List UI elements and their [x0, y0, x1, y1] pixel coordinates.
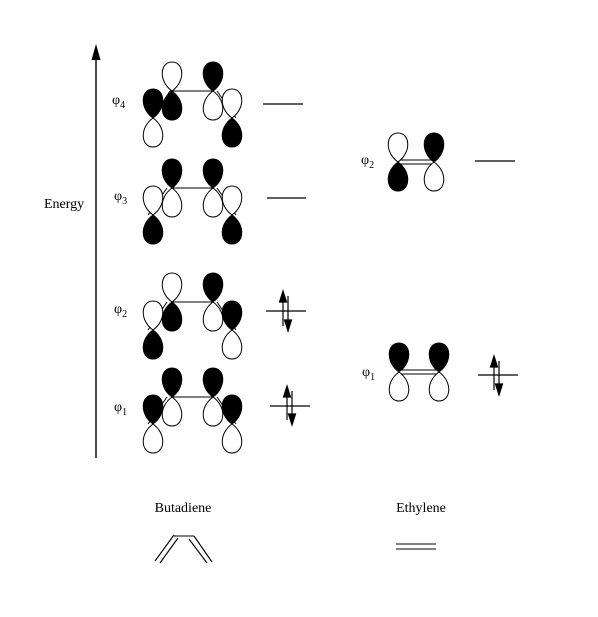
ethylene-phi1-electron-pair	[489, 354, 504, 397]
butadiene-title: Butadiene	[155, 501, 212, 516]
electron-spin-down-arrowhead	[287, 413, 297, 427]
butadiene-phi4: φ4	[112, 61, 303, 148]
ethylene-phi1-lobes	[388, 342, 450, 402]
ethylene-skeleton	[396, 543, 436, 550]
butadiene-phi2: φ2	[114, 272, 306, 360]
butadiene-phi4-lobes	[142, 61, 243, 148]
energy-axis-label: Energy	[44, 197, 84, 212]
ethylene-phi1-label: φ1	[362, 365, 375, 383]
butadiene-phi3-label: φ3	[114, 189, 127, 207]
ethylene-title: Ethylene	[396, 501, 446, 516]
butadiene-skeleton	[154, 534, 213, 564]
butadiene-phi1-label: φ1	[114, 400, 127, 418]
ethylene-phi2-label: φ2	[361, 153, 374, 171]
butadiene-phi1-lobes	[142, 367, 243, 454]
ethylene-phi2-lobes	[387, 132, 445, 192]
butadiene-phi2-label: φ2	[114, 302, 127, 320]
butadiene-phi3-lobes	[142, 158, 243, 245]
ethylene-phi1-bonds	[399, 369, 439, 375]
butadiene-phi1-electron-pair	[282, 384, 297, 427]
ethylene-phi1: φ1	[362, 342, 518, 402]
electron-spin-down-arrowhead	[283, 319, 293, 333]
butadiene-phi2-electron-pair	[278, 289, 293, 333]
ethylene-phi2-bonds	[398, 159, 434, 165]
butadiene-phi4-label: φ4	[112, 93, 125, 111]
energy-axis-arrowhead	[91, 44, 101, 60]
electron-spin-up-arrowhead	[278, 289, 288, 303]
electron-spin-up-arrowhead	[282, 384, 292, 398]
butadiene-phi1: φ1	[114, 367, 310, 454]
ethylene-phi2: φ2	[361, 132, 515, 192]
electron-spin-up-arrowhead	[489, 354, 499, 368]
energy-axis: Energy	[44, 44, 101, 458]
butadiene-phi2-lobes	[142, 272, 243, 360]
butadiene-phi3: φ3	[114, 158, 306, 245]
electron-spin-down-arrowhead	[494, 383, 504, 397]
